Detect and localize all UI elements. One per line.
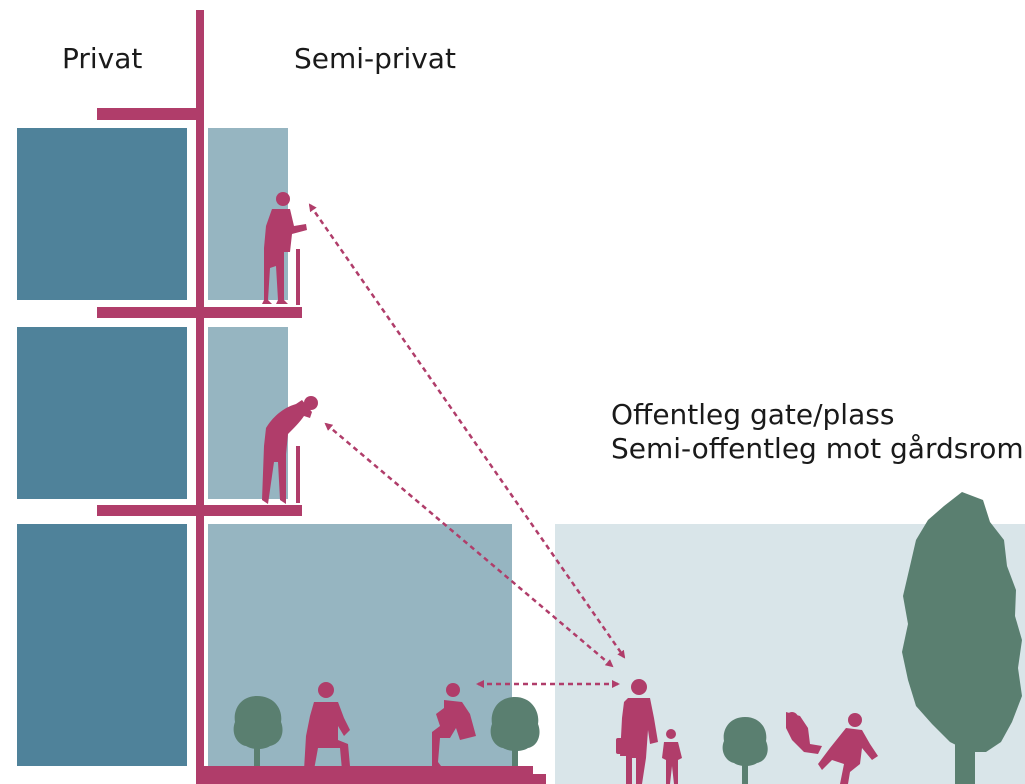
sightlines bbox=[308, 203, 626, 688]
private-unit-upper bbox=[17, 128, 187, 300]
label-private: Privat bbox=[62, 42, 143, 75]
person-upper-balcony bbox=[262, 192, 307, 304]
large-tree bbox=[902, 492, 1022, 784]
label-semi-public: Semi-offentleg mot gårdsrom bbox=[611, 432, 1024, 465]
shrub-2 bbox=[490, 697, 540, 766]
sightline-upper-balcony bbox=[308, 203, 626, 659]
person-adult-street bbox=[616, 679, 658, 784]
shrub-1 bbox=[233, 696, 283, 766]
private-unit-middle bbox=[17, 327, 187, 499]
person-child-playing bbox=[786, 712, 822, 754]
person-middle-balcony bbox=[262, 396, 318, 504]
balcony-zone-middle bbox=[208, 327, 288, 499]
person-adult-playing bbox=[818, 713, 878, 784]
label-public: Offentleg gate/plass bbox=[611, 398, 895, 431]
shrub-3 bbox=[722, 717, 768, 784]
person-seated-courtyard-2 bbox=[432, 683, 476, 770]
person-seated-courtyard-1 bbox=[304, 682, 356, 770]
private-unit-ground bbox=[17, 524, 187, 766]
building-structure bbox=[97, 10, 546, 784]
person-child-street bbox=[662, 729, 682, 784]
label-semi-private: Semi-privat bbox=[294, 42, 456, 75]
